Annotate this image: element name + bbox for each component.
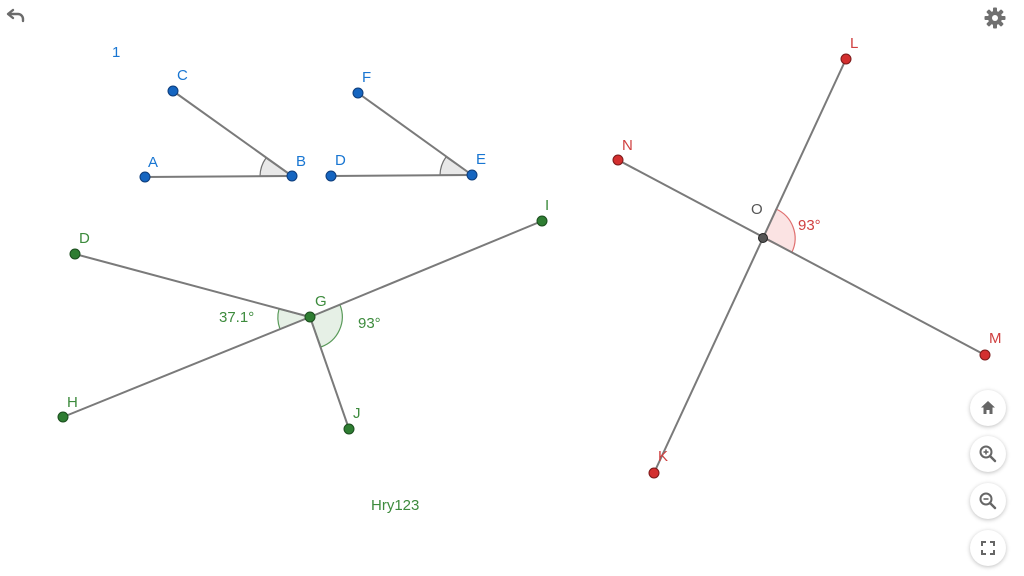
label-o: O: [751, 201, 763, 218]
label-h: H: [67, 394, 78, 411]
segment-bc[interactable]: [172, 90, 293, 177]
gear-icon: [984, 7, 1006, 29]
red-lines-group: L K N M O 93°: [612, 35, 1002, 479]
home-icon: [981, 401, 995, 414]
label-g: G: [315, 293, 327, 310]
label-i: I: [545, 197, 549, 214]
label-n: N: [622, 137, 633, 154]
point-f[interactable]: [352, 87, 364, 99]
point-m[interactable]: [979, 349, 991, 361]
segment-gj[interactable]: [309, 316, 350, 430]
point-i[interactable]: [536, 215, 548, 227]
segment-gh[interactable]: [62, 316, 311, 418]
point-d[interactable]: [69, 248, 81, 260]
point-g[interactable]: [304, 311, 316, 323]
blue-angles-group: A B C D E F 1: [112, 44, 486, 183]
fullscreen-button[interactable]: [970, 530, 1006, 566]
label-c: C: [177, 67, 188, 84]
point-e[interactable]: [466, 169, 478, 181]
point-c[interactable]: [167, 85, 179, 97]
zoom-in-button[interactable]: [970, 436, 1006, 472]
segment-dg[interactable]: [74, 253, 311, 318]
point-d-blue[interactable]: [325, 170, 337, 182]
fullscreen-icon: [981, 541, 995, 555]
point-b[interactable]: [286, 170, 298, 182]
zoom-in-icon: [979, 445, 997, 463]
point-o[interactable]: [758, 233, 768, 243]
label-f: F: [362, 69, 371, 86]
label-l: L: [850, 35, 858, 52]
settings-button[interactable]: [983, 6, 1007, 30]
segment-de[interactable]: [330, 174, 473, 177]
angle-igj-arc: [309, 304, 343, 348]
label-m: M: [989, 330, 1002, 347]
segment-gi[interactable]: [309, 220, 543, 318]
segment-ab[interactable]: [144, 175, 293, 178]
label-k: K: [658, 448, 668, 465]
number-label: 1: [112, 44, 120, 61]
angle-igj-label: 93°: [358, 315, 381, 332]
line-nm[interactable]: [617, 159, 986, 356]
point-n[interactable]: [612, 154, 624, 166]
point-h[interactable]: [57, 411, 69, 423]
label-j: J: [353, 405, 361, 422]
zoom-out-icon: [979, 492, 997, 510]
label-d: D: [79, 230, 90, 247]
label-a: A: [148, 154, 158, 171]
point-j[interactable]: [343, 423, 355, 435]
undo-icon: [6, 8, 25, 23]
label-b: B: [296, 153, 306, 170]
angle-dgh-label: 37.1°: [219, 309, 254, 326]
point-l[interactable]: [840, 53, 852, 65]
point-a[interactable]: [139, 171, 151, 183]
line-kl[interactable]: [653, 58, 847, 474]
point-k[interactable]: [648, 467, 660, 479]
zoom-out-button[interactable]: [970, 483, 1006, 519]
segment-ef[interactable]: [357, 92, 473, 176]
label-e: E: [476, 151, 486, 168]
angle-lom-label: 93°: [798, 217, 821, 234]
undo-button[interactable]: [5, 5, 27, 25]
home-button[interactable]: [970, 390, 1006, 426]
label-d-blue: D: [335, 152, 346, 169]
caption-label: Hry123: [371, 497, 419, 514]
green-angles-group: D G I H J 37.1° 93° Hry123: [57, 197, 549, 514]
